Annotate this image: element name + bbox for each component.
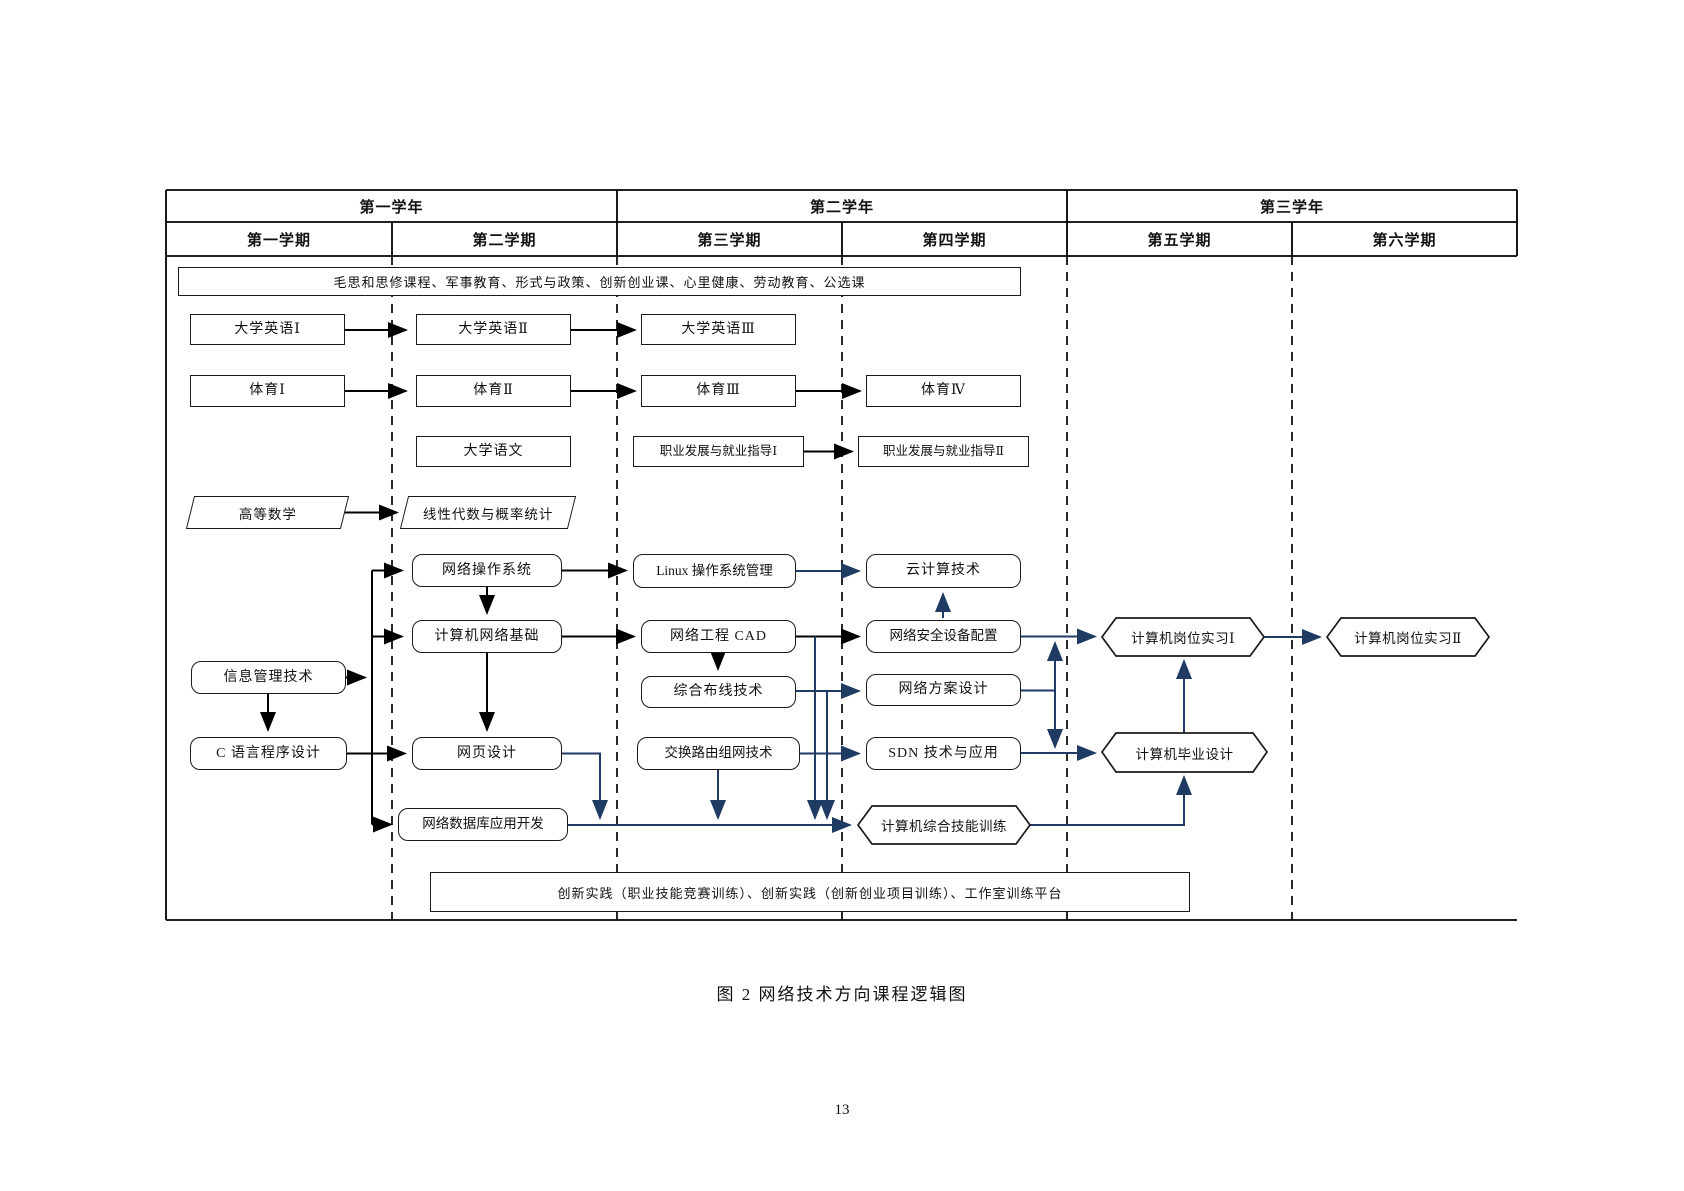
header-semester-1: 第一学期 (246, 232, 311, 249)
course-graduation-project: 计算机毕业设计 (1135, 746, 1234, 762)
hexagon-gradproj (1100, 732, 1269, 773)
course-computer-network-basics: 计算机网络基础 (412, 620, 562, 653)
course-pe-1: 体育Ⅰ (190, 375, 345, 407)
header-semester-6: 第六学期 (1372, 232, 1437, 249)
course-college-english-2: 大学英语Ⅱ (416, 314, 571, 345)
course-info-management: 信息管理技术 (191, 661, 346, 694)
course-cloud-computing: 云计算技术 (866, 554, 1021, 588)
figure-caption: 图 2 网络技术方向课程逻辑图 (716, 985, 968, 1004)
course-linear-algebra: 线性代数与概率统计 (399, 496, 577, 529)
course-career-guidance-1: 职业发展与就业指导Ⅰ (633, 436, 804, 467)
header-semester-5: 第五学期 (1147, 232, 1212, 249)
course-career-guidance-2: 职业发展与就业指导Ⅱ (858, 436, 1029, 467)
innovation-practice-banner: 创新实践（职业技能竞赛训练）、创新实践（创新创业项目训练）、工作室训练平台 (430, 872, 1190, 912)
public-courses-banner: 毛思和思修课程、军事教育、形式与政策、创新创业课、心里健康、劳动教育、公选课 (178, 267, 1021, 296)
course-network-os: 网络操作系统 (412, 554, 562, 587)
table-grid (165, 189, 1518, 921)
course-cabling-tech: 综合布线技术 (641, 676, 796, 708)
course-pe-3: 体育Ⅲ (641, 375, 796, 407)
header-year-2: 第二学年 (809, 199, 874, 216)
course-network-security-config: 网络安全设备配置 (866, 620, 1021, 653)
course-pe-4: 体育Ⅳ (866, 375, 1021, 407)
course-advanced-math: 高等数学 (185, 496, 350, 529)
course-network-database: 网络数据库应用开发 (398, 808, 568, 841)
black-connectors (260, 322, 862, 833)
course-internship-1: 计算机岗位实习Ⅰ (1131, 631, 1235, 646)
course-college-english-3: 大学英语Ⅲ (641, 314, 796, 345)
hexagon-shapes (856, 617, 1491, 845)
course-network-cad: 网络工程 CAD (641, 620, 796, 653)
page-number: 13 (834, 1102, 850, 1118)
header-semester-3: 第三学期 (697, 232, 762, 249)
blue-connectors (562, 563, 1322, 833)
header-semester-4: 第四学期 (922, 232, 987, 249)
course-internship-2: 计算机岗位实习Ⅱ (1354, 631, 1462, 646)
hexagon-intern1 (1100, 617, 1266, 657)
header-year-1: 第一学年 (359, 199, 424, 216)
course-linux-admin: Linux 操作系统管理 (633, 554, 796, 588)
hexagon-intern2 (1325, 617, 1491, 657)
course-advanced-math-label: 高等数学 (238, 506, 297, 522)
course-switch-routing: 交换路由组网技术 (637, 737, 800, 770)
course-pe-2: 体育Ⅱ (416, 375, 571, 407)
header-year-3: 第三学年 (1259, 199, 1324, 216)
course-sdn: SDN 技术与应用 (866, 737, 1021, 770)
course-college-english-1: 大学英语Ⅰ (190, 314, 345, 345)
header-semester-2: 第二学期 (472, 232, 537, 249)
course-comprehensive-skill-training: 计算机综合技能训练 (881, 819, 1007, 834)
hexagon-skilltrain (856, 805, 1032, 845)
course-linear-algebra-label: 线性代数与概率统计 (422, 506, 554, 522)
course-network-plan-design: 网络方案设计 (866, 674, 1021, 706)
course-c-programming: C 语言程序设计 (190, 737, 347, 770)
course-college-chinese: 大学语文 (416, 436, 571, 467)
course-web-design: 网页设计 (412, 737, 562, 770)
